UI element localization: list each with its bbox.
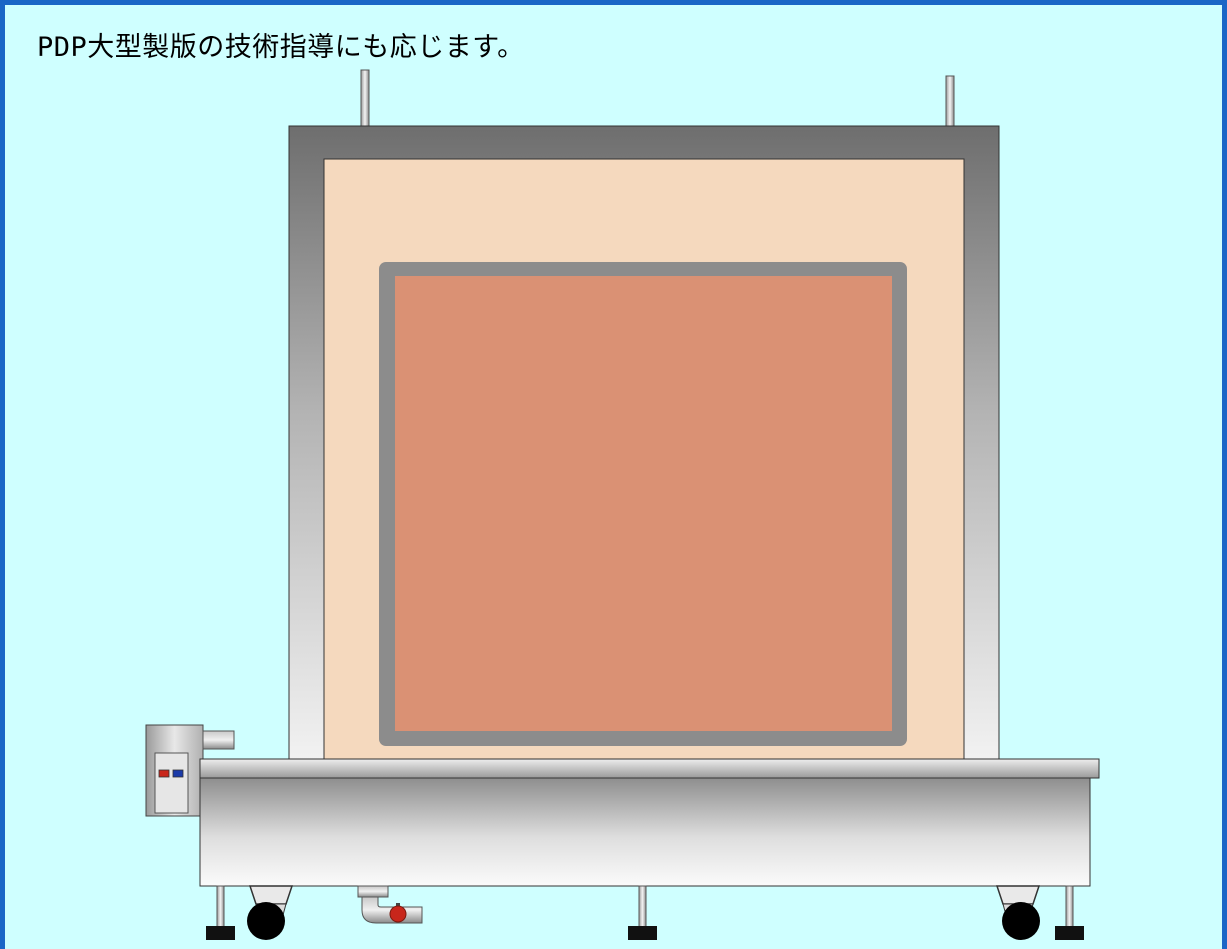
leveling-foot-icon: [206, 885, 235, 940]
caster-wheel-icon: [995, 885, 1041, 940]
hanging-rod-left: [360, 69, 370, 128]
indicator-red-icon: [158, 769, 170, 778]
leveling-foot-icon: [1055, 885, 1084, 940]
tank-rim: [199, 758, 1100, 779]
leveling-foot-icon: [628, 885, 657, 940]
control-panel-icon: [145, 724, 204, 817]
caster-wheel-icon: [247, 885, 294, 940]
screen-frame: [379, 262, 907, 746]
indicator-blue-icon: [172, 769, 184, 778]
tank-body: [199, 758, 1100, 887]
headline: PDP大型製版の技術指導にも応じます。: [37, 32, 525, 63]
duct-pipe: [202, 730, 235, 750]
hanging-rod-right: [945, 75, 955, 128]
drain-valve-icon: [357, 885, 423, 924]
screen-emulsion: [395, 276, 892, 731]
